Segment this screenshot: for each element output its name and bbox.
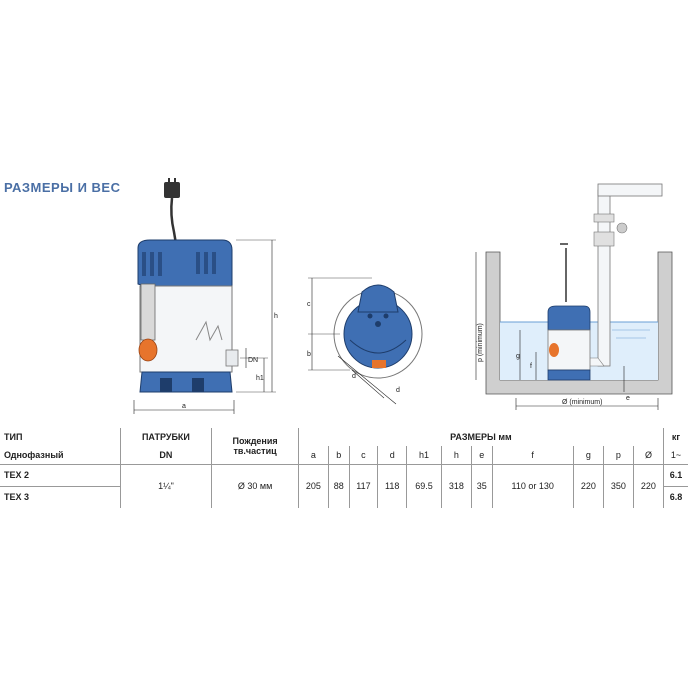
dim-value: 69.5: [406, 464, 442, 508]
dim-value: 220: [572, 464, 604, 508]
header-particles-line1: Пождения: [232, 435, 278, 446]
row-kg: 6.8: [662, 486, 688, 508]
dim-header: f: [491, 446, 574, 465]
label-c: c: [307, 301, 311, 308]
label-e: e: [626, 395, 630, 402]
dim-header: c: [348, 446, 378, 465]
pump-top-view: [308, 277, 423, 405]
dim-header: p: [602, 446, 634, 465]
dim-value: 117: [348, 464, 378, 508]
header-dimensions: РАЗМЕРЫ мм: [297, 428, 664, 446]
header-particles-line2: тв.частиц: [233, 445, 277, 456]
header-phase-sym: 1~: [662, 446, 688, 465]
spec-table: ТИП ПАТРУБКИ Пождения тв.частиц РАЗМЕРЫ …: [0, 428, 688, 508]
dim-header: h: [440, 446, 472, 465]
label-b: b: [307, 351, 311, 358]
label-h: h: [274, 313, 278, 320]
page-title: РАЗМЕРЫ И ВЕС: [4, 180, 121, 195]
header-particles: Пождения тв.частиц: [211, 428, 299, 464]
dim-value: 118: [377, 464, 407, 508]
dim-value: 88: [327, 464, 350, 508]
installation-sketch: [475, 183, 673, 410]
label-a: a: [182, 403, 186, 410]
header-kg: кг: [662, 428, 688, 446]
dim-value: 220: [632, 464, 664, 508]
label-h1: h1: [256, 375, 264, 382]
label-dn: DN: [248, 357, 258, 364]
header-type: ТИП: [4, 432, 23, 442]
dim-header: d: [377, 446, 407, 465]
dim-header: Ø: [632, 446, 664, 465]
dim-value: 35: [470, 464, 493, 508]
dim-header: b: [327, 446, 350, 465]
dn-value: 1¼": [119, 464, 212, 508]
dim-value: 205: [297, 464, 329, 508]
dim-header: g: [572, 446, 604, 465]
header-ports: ПАТРУБКИ: [119, 428, 212, 446]
row-kg: 6.1: [662, 464, 688, 487]
dim-value: 318: [440, 464, 472, 508]
dim-value: 350: [602, 464, 634, 508]
pump-front-view: [133, 178, 276, 414]
label-f: f: [530, 363, 532, 370]
row-type: TEX 2: [0, 464, 121, 487]
dimension-drawings: a h h1 DN c b d d: [133, 178, 673, 414]
particles-value: Ø 30 мм: [211, 464, 299, 508]
header-dn: DN: [119, 446, 212, 465]
row-type: TEX 3: [4, 492, 30, 503]
label-d2: d: [396, 387, 400, 394]
label-g: g: [516, 353, 520, 360]
label-d: d: [352, 373, 356, 380]
dim-value: 110 or 130: [491, 464, 574, 508]
header-phase: Однофазный: [0, 446, 121, 465]
label-p-min: p (minimum): [477, 323, 484, 362]
label-diam-min: Ø (minimum): [562, 399, 602, 406]
dim-header: e: [470, 446, 493, 465]
dim-header: a: [297, 446, 329, 465]
dim-header: h1: [406, 446, 442, 465]
